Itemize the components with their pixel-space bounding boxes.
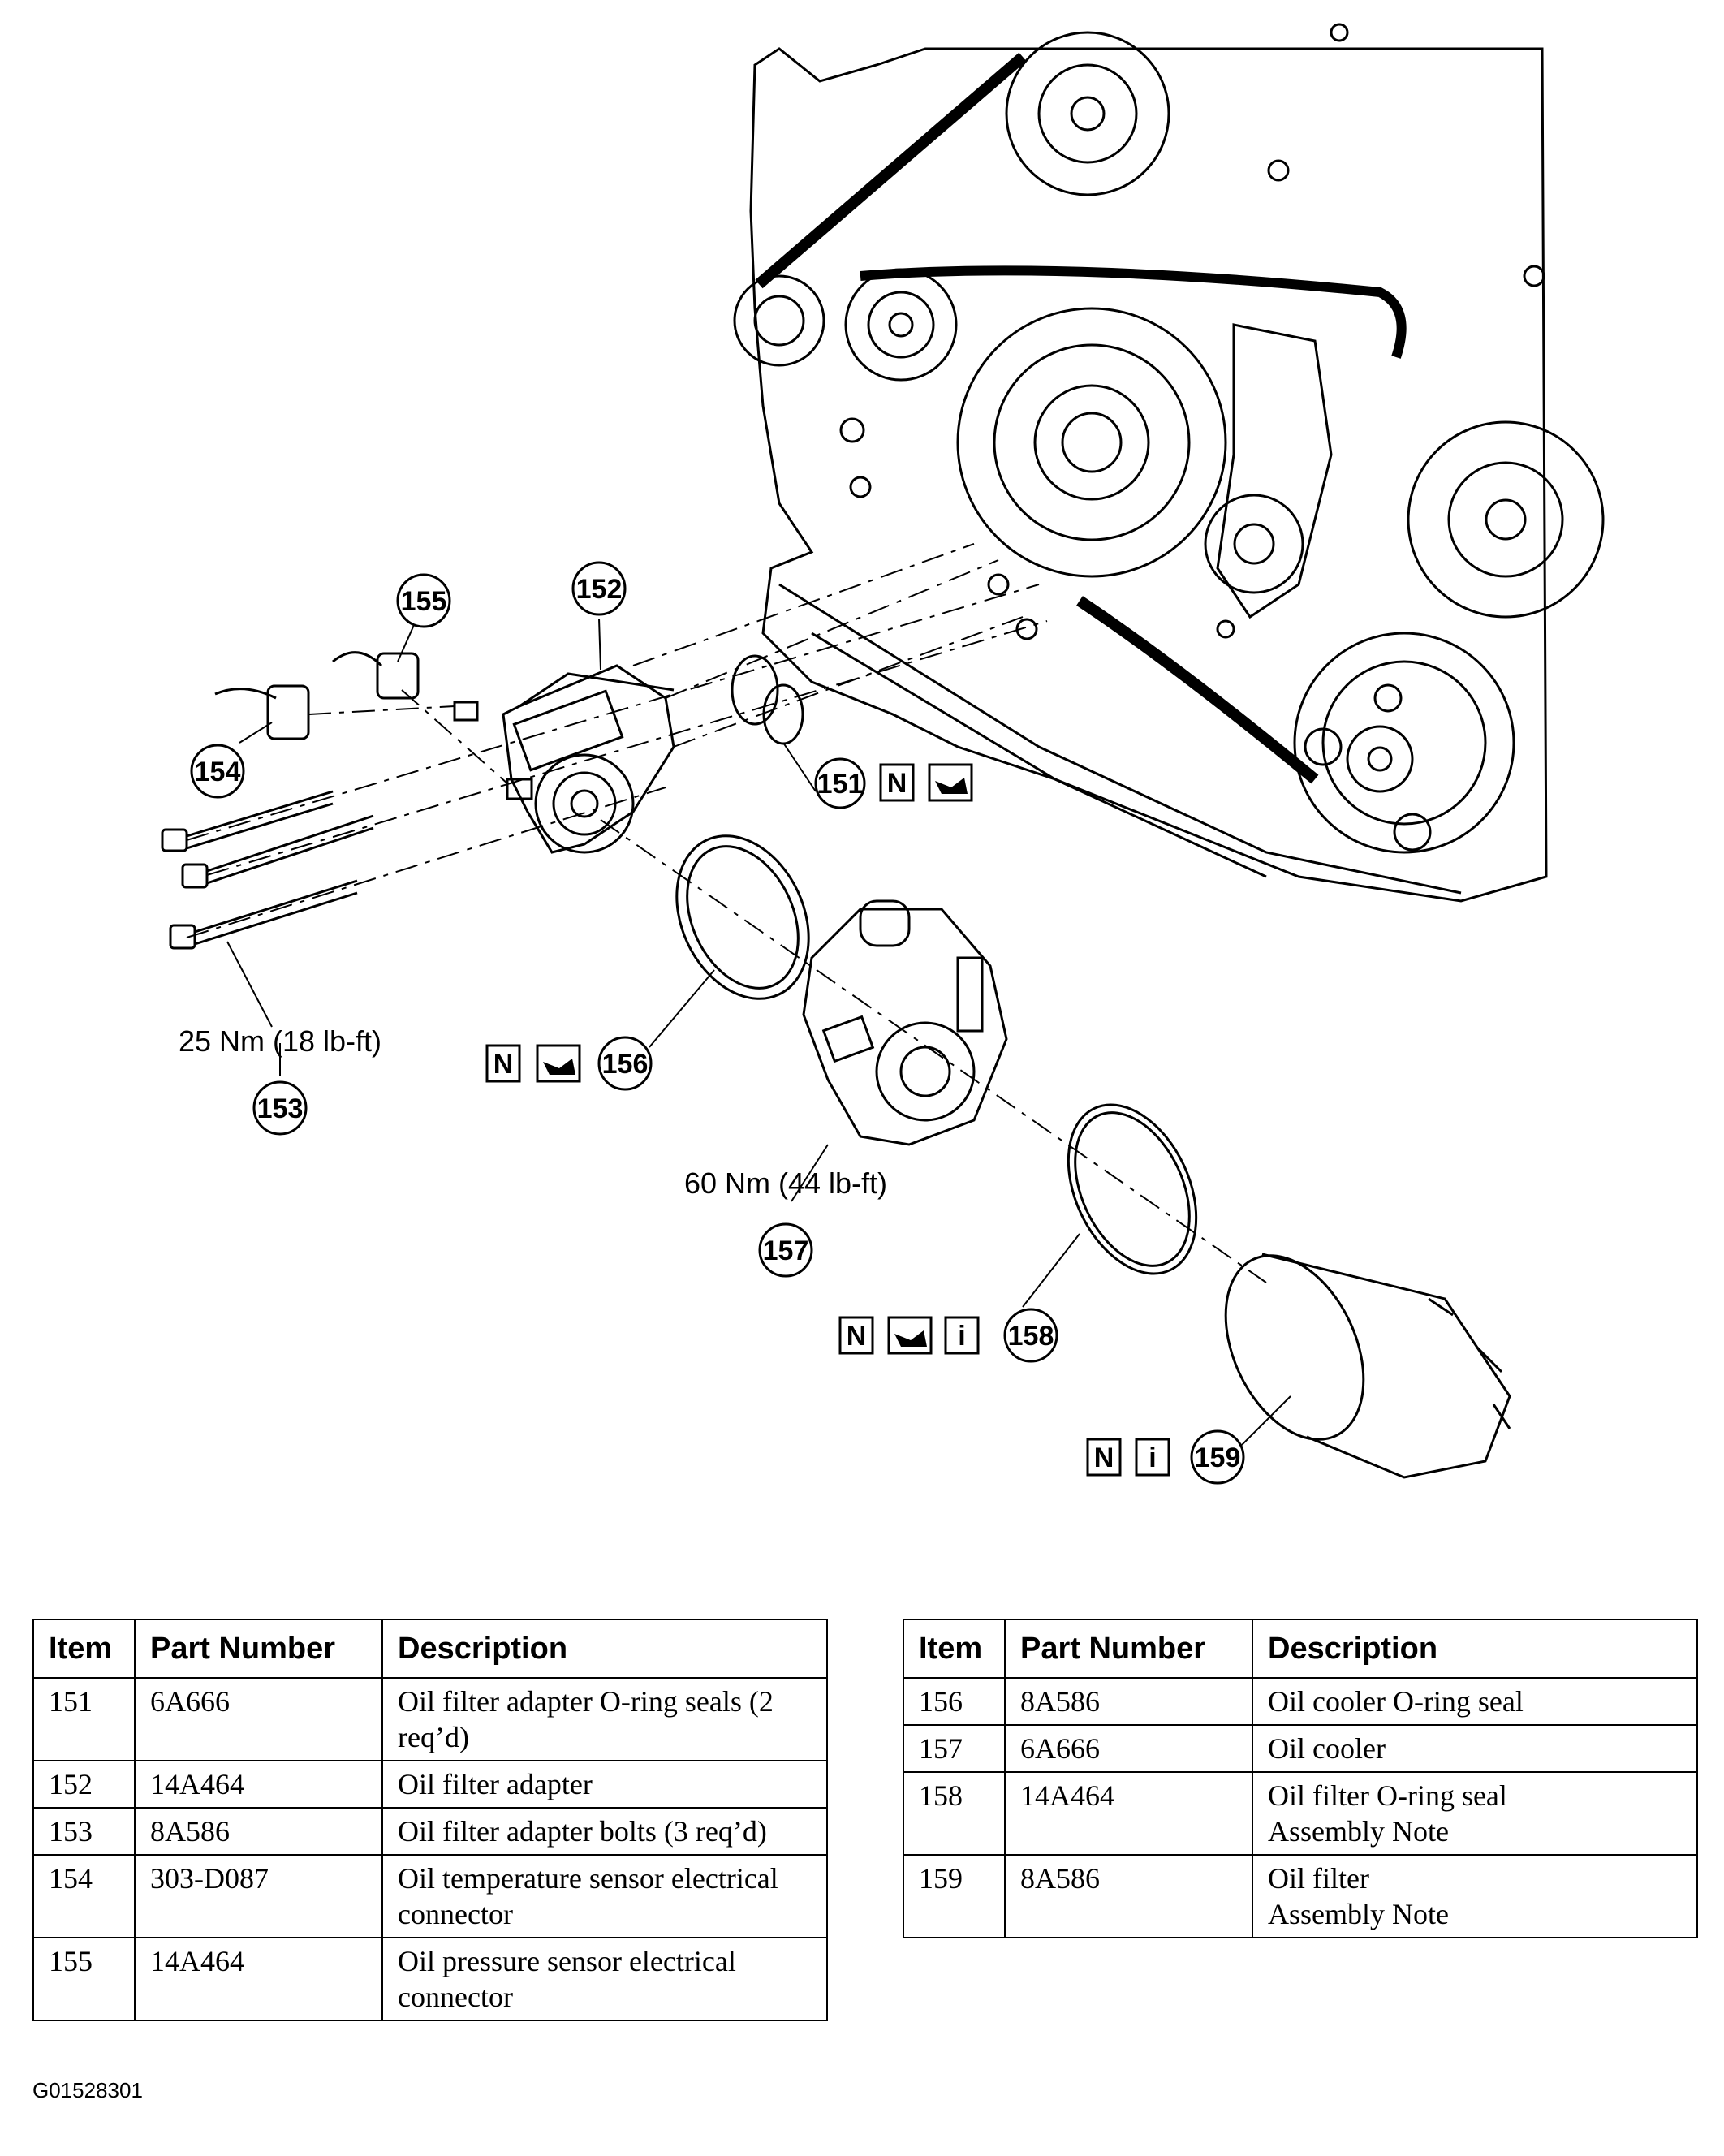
header-part-number: Part Number bbox=[1004, 1619, 1253, 1679]
cell-part-number: 6A666 bbox=[134, 1677, 383, 1761]
callout-158-label: 158 bbox=[1008, 1321, 1054, 1352]
table-row: 152 14A464 Oil filter adapter bbox=[32, 1760, 828, 1809]
cell-description: Oil temperature sensor electrical connec… bbox=[381, 1854, 828, 1938]
assembly-note-link[interactable]: Assembly Note bbox=[1268, 1898, 1449, 1930]
cell-item: 154 bbox=[32, 1854, 136, 1938]
cell-description: Oil filter Assembly Note bbox=[1252, 1854, 1698, 1938]
figure-code: G01528301 bbox=[32, 2078, 143, 2102]
new-part-letter: N bbox=[493, 1049, 514, 1080]
callout-152: 152 bbox=[571, 561, 627, 616]
cell-part-number: 8A586 bbox=[1004, 1854, 1253, 1938]
cell-item: 159 bbox=[903, 1854, 1006, 1938]
parts-table-right: Item Part Number Description 156 8A586 O… bbox=[903, 1619, 1698, 1938]
callout-151-label: 151 bbox=[817, 769, 864, 800]
table-row: 151 6A666 Oil filter adapter O-ring seal… bbox=[32, 1677, 828, 1761]
cell-description: Oil filter O-ring seal Assembly Note bbox=[1252, 1771, 1698, 1856]
header-description: Description bbox=[1252, 1619, 1698, 1679]
cell-part-number: 14A464 bbox=[1004, 1771, 1253, 1856]
callout-156: 156 bbox=[597, 1036, 653, 1091]
table-row: 154 303-D087 Oil temperature sensor elec… bbox=[32, 1854, 828, 1938]
callout-157-label: 157 bbox=[763, 1235, 809, 1266]
symbols-156: N bbox=[485, 1044, 581, 1083]
oil-can-icon bbox=[894, 1330, 927, 1347]
callout-155: 155 bbox=[396, 573, 451, 628]
new-part-letter: N bbox=[847, 1321, 867, 1352]
cell-item: 152 bbox=[32, 1760, 136, 1809]
table-row: 158 14A464 Oil filter O-ring seal Assemb… bbox=[903, 1771, 1698, 1856]
cell-part-number: 303-D087 bbox=[134, 1854, 383, 1938]
cell-description: Oil filter adapter bolts (3 req’d) bbox=[381, 1807, 828, 1856]
o-ring-seals-151 bbox=[731, 654, 804, 745]
callout-151: 151 bbox=[814, 757, 866, 809]
oil-can-icon bbox=[935, 778, 968, 794]
description-text: Oil filter O-ring seal bbox=[1268, 1779, 1507, 1812]
cell-description: Oil pressure sensor electrical connector bbox=[381, 1937, 828, 2021]
callout-152-label: 152 bbox=[576, 574, 623, 605]
callout-159: 159 bbox=[1190, 1429, 1245, 1485]
callout-159-label: 159 bbox=[1195, 1442, 1241, 1473]
engine-front-assembly bbox=[733, 23, 1605, 903]
cell-item: 155 bbox=[32, 1937, 136, 2021]
callout-157: 157 bbox=[758, 1222, 813, 1278]
symbols-151: N bbox=[879, 763, 973, 802]
callout-153: 153 bbox=[252, 1080, 308, 1136]
table-row: 156 8A586 Oil cooler O-ring seal bbox=[903, 1677, 1698, 1726]
cell-item: 157 bbox=[903, 1724, 1006, 1773]
oil-filter-adapter bbox=[453, 664, 675, 854]
info-letter: i bbox=[958, 1321, 965, 1352]
oil-filter-o-ring bbox=[1067, 1103, 1198, 1275]
cell-item: 153 bbox=[32, 1807, 136, 1856]
cell-item: 158 bbox=[903, 1771, 1006, 1856]
header-part-number: Part Number bbox=[134, 1619, 383, 1679]
symbols-159: N i bbox=[1086, 1438, 1170, 1477]
callout-154: 154 bbox=[190, 744, 245, 799]
cell-item: 151 bbox=[32, 1677, 136, 1761]
info-letter: i bbox=[1149, 1442, 1156, 1473]
cell-description: Oil filter adapter O-ring seals (2 req’d… bbox=[381, 1677, 828, 1761]
header-description: Description bbox=[381, 1619, 828, 1679]
alignment-lines bbox=[186, 543, 1267, 1283]
cell-part-number: 8A586 bbox=[1004, 1677, 1253, 1726]
leader-lines bbox=[226, 618, 1291, 1446]
assembly-note-link[interactable]: Assembly Note bbox=[1268, 1815, 1449, 1848]
oil-cooler bbox=[802, 899, 1008, 1146]
cell-description: Oil cooler bbox=[1252, 1724, 1698, 1773]
header-item: Item bbox=[32, 1619, 136, 1679]
adapter-bolts bbox=[161, 790, 374, 950]
exploded-view-diagram: 151 152 153 154 155 156 157 158 159 25 N… bbox=[161, 23, 1605, 1485]
description-text: Oil filter bbox=[1268, 1862, 1369, 1895]
torque-label-cooler: 60 Nm (44 lb-ft) bbox=[684, 1166, 887, 1200]
cell-part-number: 8A586 bbox=[134, 1807, 383, 1856]
new-part-letter: N bbox=[1094, 1442, 1114, 1473]
parts-table-left: Item Part Number Description 151 6A666 O… bbox=[32, 1619, 828, 2021]
cell-part-number: 6A666 bbox=[1004, 1724, 1253, 1773]
torque-label-bolts: 25 Nm (18 lb-ft) bbox=[179, 1024, 381, 1058]
table-row: 153 8A586 Oil filter adapter bolts (3 re… bbox=[32, 1807, 828, 1856]
symbols-158: N i bbox=[838, 1316, 980, 1355]
cell-part-number: 14A464 bbox=[134, 1760, 383, 1809]
table-header-row: Item Part Number Description bbox=[32, 1619, 828, 1679]
oil-filter bbox=[1224, 1253, 1511, 1479]
callout-155-label: 155 bbox=[401, 586, 447, 617]
oil-can-icon bbox=[543, 1059, 575, 1075]
header-item: Item bbox=[903, 1619, 1006, 1679]
new-part-letter: N bbox=[887, 768, 907, 799]
cell-description: Oil cooler O-ring seal bbox=[1252, 1677, 1698, 1726]
callout-158: 158 bbox=[1003, 1308, 1058, 1363]
callout-154-label: 154 bbox=[195, 757, 241, 787]
table-row: 157 6A666 Oil cooler bbox=[903, 1724, 1698, 1773]
oil-cooler-o-ring bbox=[675, 834, 810, 1000]
table-row: 159 8A586 Oil filter Assembly Note bbox=[903, 1854, 1698, 1938]
cell-item: 156 bbox=[903, 1677, 1006, 1726]
cell-part-number: 14A464 bbox=[134, 1937, 383, 2021]
table-row: 155 14A464 Oil pressure sensor electrica… bbox=[32, 1937, 828, 2021]
table-header-row: Item Part Number Description bbox=[903, 1619, 1698, 1679]
sensor-connectors bbox=[214, 651, 420, 740]
callout-156-label: 156 bbox=[602, 1049, 649, 1080]
callout-153-label: 153 bbox=[257, 1093, 304, 1124]
cell-description: Oil filter adapter bbox=[381, 1760, 828, 1809]
